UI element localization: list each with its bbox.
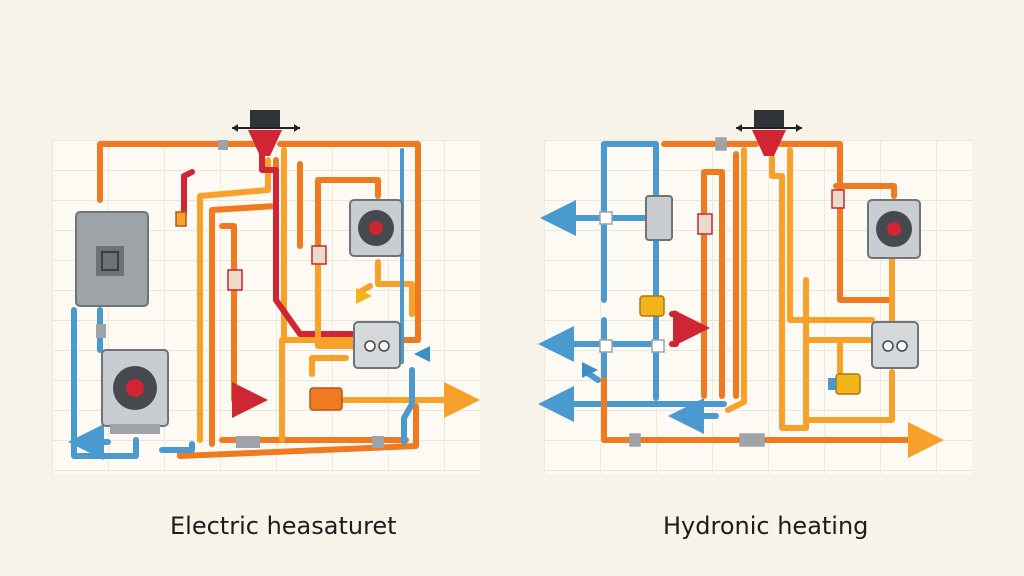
left-mixing-valve-icon [309,387,343,411]
left-pump-icon [353,321,401,369]
left-fittings [96,140,384,448]
left-valve-icon [175,211,327,291]
right-blue-arrow-icon [582,362,598,378]
left-blue-arrow-icon [414,346,430,362]
right-circulator-icon [639,295,861,395]
right-valve-icon [697,189,845,235]
left-diagram-caption: Electric heasaturet [170,512,397,540]
right-diagram-background [544,140,972,474]
right-top-manifold-icon [736,110,802,156]
right-expansion-tank-icon [867,199,921,259]
right-pump-icon [871,321,919,369]
left-expansion-tank-icon [349,199,403,257]
right-fittings [599,137,765,447]
left-boiler-icon [101,349,169,434]
left-top-manifold-icon [232,110,300,156]
left-yellow-arrow-icon [356,288,372,304]
left-electric-panel [75,211,149,307]
right-pipe-network [538,141,944,458]
right-filter-icon [645,195,673,241]
right-diagram-caption: Hydronic heating [663,512,869,540]
